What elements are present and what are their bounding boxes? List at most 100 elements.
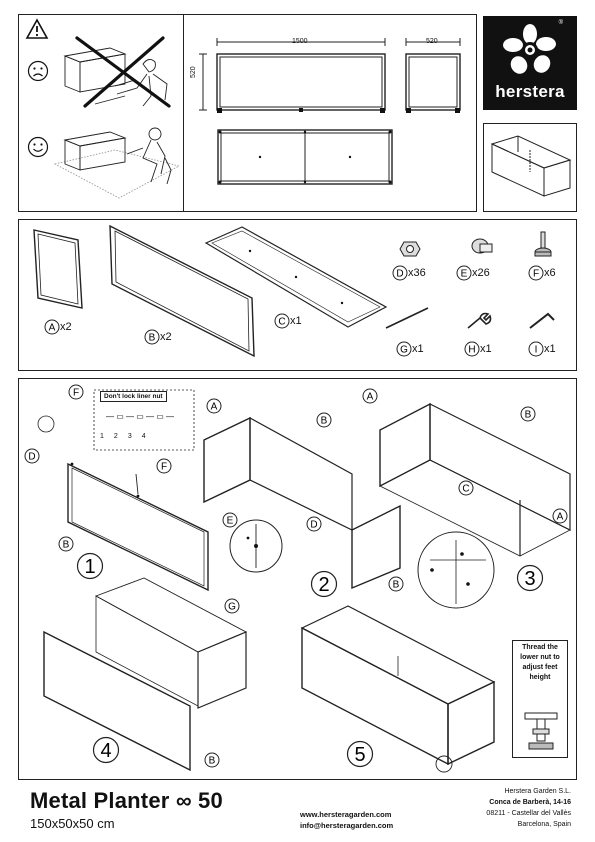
svg-text:A: A <box>49 322 56 333</box>
circle-h-icon: H <box>464 341 480 357</box>
note-step-2: 2 <box>113 433 128 440</box>
svg-text:B: B <box>393 580 400 591</box>
nut-icon <box>399 241 421 257</box>
rod-icon <box>385 307 429 329</box>
step-3-b-callout: B <box>520 406 536 422</box>
warning-triangle-icon <box>25 18 49 39</box>
svg-text:F: F <box>533 268 539 279</box>
part-c-base-drawing <box>204 226 388 328</box>
length-dimension: 1500 <box>292 38 308 45</box>
flower-logo-icon <box>503 24 556 74</box>
product-dimensions: 150x50x50 cm <box>30 816 115 831</box>
parts-panel <box>18 219 577 371</box>
thread-note-box: Thread the lower nut to adjust feet heig… <box>512 640 568 758</box>
correct-lifting-illustration <box>53 127 181 199</box>
front-view-drawing <box>199 38 386 113</box>
step-1-b-callout: B <box>58 536 74 552</box>
side-view-drawing <box>405 38 461 113</box>
note-step-1: 1 <box>100 433 114 440</box>
part-b-qty: x2 <box>160 330 172 343</box>
circle-g-icon: G <box>396 341 412 357</box>
step-2-number: 2 <box>310 570 338 598</box>
svg-text:F: F <box>73 388 79 399</box>
product-title: Metal Planter ∞ 50 <box>30 788 223 813</box>
svg-text:B: B <box>321 416 328 427</box>
step-3-drawing <box>379 402 571 609</box>
step-4-b-callout: B <box>204 752 220 768</box>
circle-i-icon: I <box>528 341 544 357</box>
allen-key-icon <box>529 312 555 329</box>
wrong-lifting-illustration <box>63 36 171 108</box>
wrench-icon <box>467 312 492 329</box>
svg-text:B: B <box>209 756 216 767</box>
top-divider <box>183 14 184 212</box>
svg-text:E: E <box>461 268 468 279</box>
circle-c-icon: C <box>274 313 290 329</box>
website-link[interactable]: www.hersteragarden.com <box>300 810 392 819</box>
step-4-drawing <box>43 577 248 772</box>
svg-text:D: D <box>28 452 35 463</box>
step-4-number: 4 <box>92 736 120 764</box>
adjusting-foot-detail <box>524 712 558 750</box>
planter-preview <box>490 135 572 197</box>
step-3-a2-callout: A <box>552 508 568 524</box>
step-1-f2-callout: F <box>156 458 172 474</box>
svg-text:4: 4 <box>100 740 111 762</box>
step-5-number: 5 <box>346 740 374 768</box>
svg-text:D: D <box>310 520 317 531</box>
top-panel <box>18 14 477 212</box>
top-view-drawing <box>217 129 393 185</box>
part-g-qty: x1 <box>412 342 424 355</box>
svg-text:H: H <box>468 344 475 355</box>
circle-f-icon: F <box>528 265 544 281</box>
part-a-panel-drawing <box>33 229 83 309</box>
svg-text:B: B <box>525 410 532 421</box>
svg-text:A: A <box>557 512 564 523</box>
company-region: Barcelona, Spain <box>517 821 571 828</box>
planter-preview-frame <box>483 123 577 212</box>
step-2-e-callout: E <box>222 512 238 528</box>
company-street: Conca de Barberà, 14-16 <box>489 799 571 806</box>
step-1-d-callout: D <box>24 448 40 464</box>
svg-text:E: E <box>227 516 234 527</box>
step-3-number: 3 <box>516 564 544 592</box>
adjustable-foot-icon <box>534 231 552 257</box>
note-step-3: 3 <box>127 433 142 440</box>
svg-text:A: A <box>211 402 218 413</box>
svg-text:3: 3 <box>524 568 535 590</box>
svg-text:1: 1 <box>84 556 95 578</box>
circle-e-icon: E <box>456 265 472 281</box>
circle-a-icon: A <box>44 319 60 335</box>
part-f-qty: x6 <box>544 266 556 279</box>
step-2-drawing <box>203 416 401 590</box>
step-3-a-callout: A <box>362 388 378 404</box>
registered-mark: ® <box>558 20 563 26</box>
svg-text:B: B <box>149 332 156 343</box>
steps-panel <box>18 378 577 780</box>
part-i-qty: x1 <box>544 342 556 355</box>
svg-text:G: G <box>228 602 236 613</box>
svg-text:A: A <box>367 392 374 403</box>
step-1-f-callout: F <box>68 384 84 400</box>
note-sequence: 1234 <box>100 433 156 440</box>
part-c-qty: x1 <box>290 314 302 327</box>
part-d-qty: x36 <box>408 266 426 279</box>
svg-text:F: F <box>161 462 167 473</box>
circle-d-icon: D <box>392 265 408 281</box>
part-b-panel-drawing <box>109 224 255 358</box>
svg-text:5: 5 <box>354 744 365 766</box>
depth-dimension: 520 <box>426 38 438 45</box>
dont-lock-note: Don't lock liner nut <box>100 391 167 402</box>
email-link[interactable]: info@hersteragarden.com <box>300 821 394 830</box>
company-name: Herstera Garden S.L. <box>504 788 571 795</box>
bolt-icon <box>471 238 493 254</box>
step-4-g-callout: G <box>224 598 240 614</box>
step-1-drawing: — ▭ — ▭ — ▭ — <box>37 389 209 592</box>
